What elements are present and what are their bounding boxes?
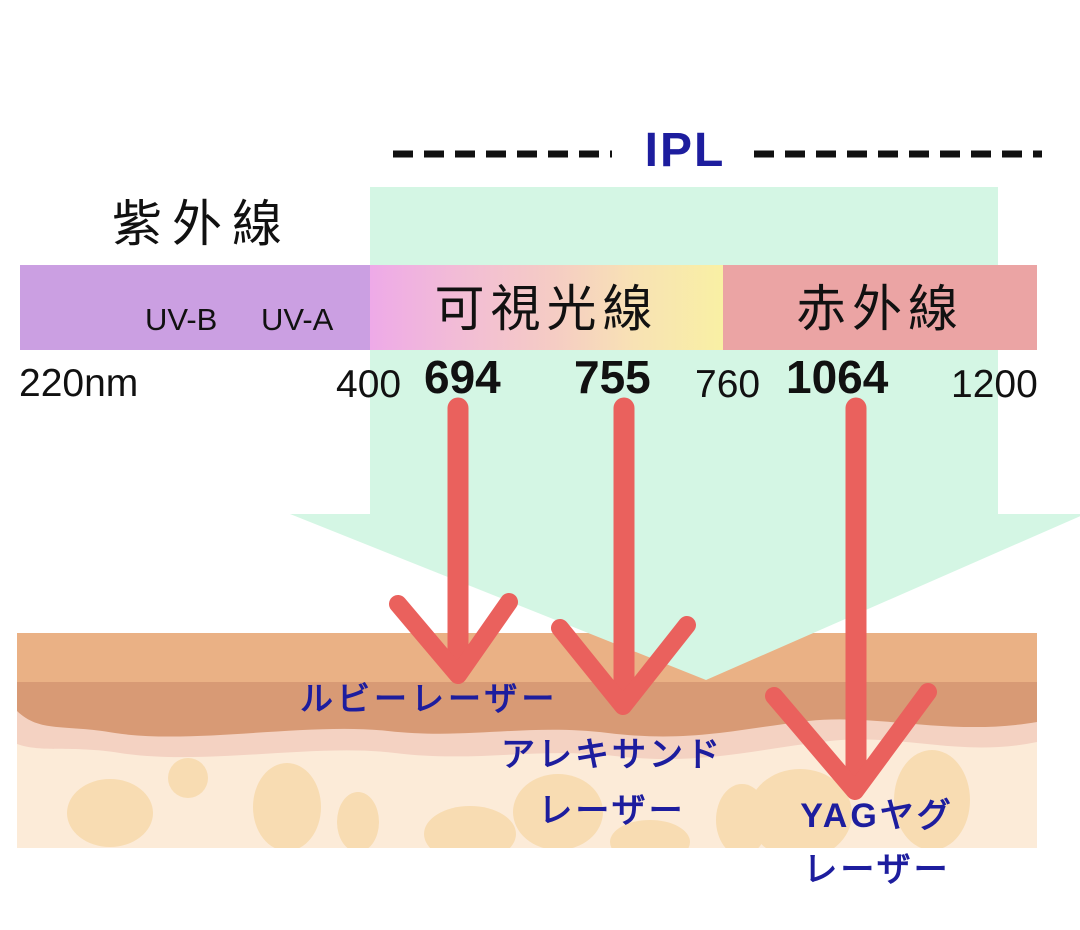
wavelength-760: 760: [695, 363, 761, 406]
visible-light-title: 可視光線: [434, 281, 659, 337]
uv-title: 紫外線: [112, 196, 292, 252]
skin-illustration: [17, 633, 1037, 848]
yag-laser-arrow: [765, 397, 937, 800]
ruby-laser-label: ルビーレーザー: [300, 680, 559, 717]
uv-b-label: UV-B: [145, 302, 218, 337]
wavelength-400: 400: [336, 363, 402, 406]
skin-surface-layer: [17, 633, 1037, 682]
yag-laser-label: YAGヤグ レーザー: [737, 797, 1017, 889]
wavelength-694: 694: [424, 351, 501, 403]
alexandrite-laser-arrow: [551, 397, 696, 715]
ruby-laser-arrow: [389, 397, 518, 684]
alexandrite-laser-label-line2: レーザー: [538, 792, 686, 831]
ipl-title: IPL: [644, 124, 726, 177]
uv-a-label: UV-A: [261, 302, 334, 337]
skin-fat-blobs: [67, 692, 970, 848]
infrared-band: [723, 265, 1037, 350]
alexandrite-laser-label: アレキサンド レーザー: [462, 736, 762, 830]
wavelength-1064: 1064: [786, 351, 889, 403]
wavelength-755: 755: [574, 351, 651, 403]
yag-laser-label-line1: YAGヤグ: [800, 797, 954, 835]
uv-band: [20, 265, 370, 350]
infrared-title: 赤外線: [796, 281, 964, 337]
wavelength-1200: 1200: [951, 363, 1038, 406]
alexandrite-laser-label-line1: アレキサンド: [501, 736, 723, 774]
yag-laser-label-line2: レーザー: [803, 851, 951, 890]
visible-light-band: [370, 265, 723, 350]
wavelength-220nm: 220nm: [19, 362, 139, 405]
laser-arrows: [389, 397, 937, 800]
